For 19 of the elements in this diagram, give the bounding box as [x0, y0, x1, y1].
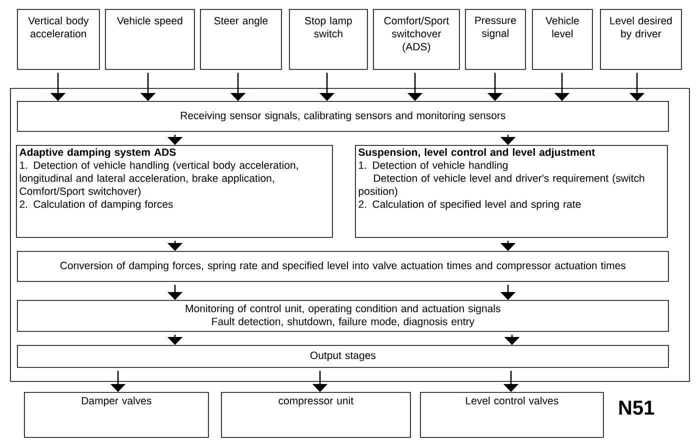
process-box: Suspension, level control and level adjustment 1. Detection of vehicle handling Detection of vehicle level and driver's requirement (switch position) 2. Calculation of specified level and spring rate — [355, 145, 668, 238]
output-box: Level control valves — [420, 392, 604, 438]
signal-box: Steer angle — [200, 9, 282, 70]
unit-label: N51 — [619, 400, 654, 415]
output-box: compressor unit — [221, 392, 411, 438]
signal-box: Vertical body acceleration — [17, 9, 100, 70]
signal-box: Level desired by driver — [600, 9, 682, 70]
output-box: Damper valves — [24, 392, 209, 438]
signal-box: Vehicle level — [532, 9, 593, 70]
process-box: Monitoring of control unit, operating condition and actuation signals Fault detection, shutdown, failure mode, diagnosis entry — [17, 300, 669, 332]
process-box: Conversion of damping forces, spring rate and specified level into valve actuation times and compressor actuation times — [17, 250, 669, 282]
control-unit-frame — [10, 88, 690, 382]
signal-box: Pressure signal — [465, 9, 526, 70]
signal-box: Vehicle speed — [105, 9, 195, 70]
process-box: Adaptive damping system ADS 1. Detection of vehicle handling (vertical body acceleration, longitudinal and lateral acceleration, brake application, Comfort/Sport switchover) 2. Calculation of damping forces — [16, 145, 333, 238]
signal-box: Stop lamp switch — [289, 9, 368, 70]
process-box: Receiving sensor signals, calibrating sensors and monitoring sensors — [17, 101, 669, 132]
signal-box: Comfort/Sport switchover (ADS) — [373, 9, 460, 70]
process-box: Output stages — [17, 345, 669, 368]
